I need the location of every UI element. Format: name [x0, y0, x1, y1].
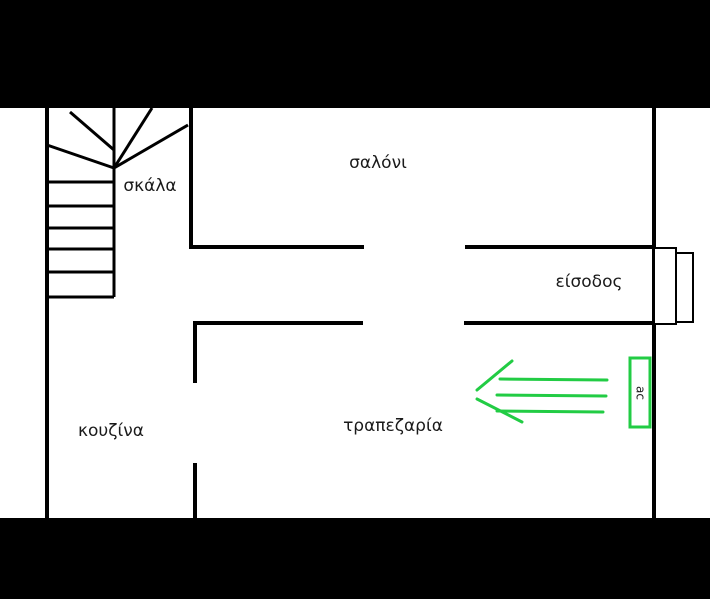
- floor-plan-paper: [0, 108, 710, 518]
- front-door: [653, 247, 694, 325]
- airflow-line: [495, 409, 605, 414]
- room-label-kitchen: κουζίνα: [78, 421, 144, 441]
- door-frame-outer: [653, 247, 677, 325]
- stair-winder: [112, 107, 154, 169]
- ac-unit-label: ac: [634, 386, 648, 400]
- airflow-arrowhead-lower: [475, 397, 524, 424]
- airflow-arrowhead-upper: [475, 359, 514, 392]
- stair-winder: [113, 123, 189, 170]
- interior-walls: [189, 108, 654, 518]
- room-label-entrance: είσοδος: [556, 272, 623, 292]
- room-label-living-room: σαλόνι: [349, 153, 407, 173]
- airflow-arrow-icon: [475, 359, 609, 424]
- stair-winder: [69, 110, 115, 152]
- staircase: [46, 107, 189, 299]
- room-label-stairs: σκάλα: [123, 176, 176, 196]
- airflow-line: [498, 377, 609, 382]
- ac-unit: [628, 356, 652, 429]
- airflow-line: [495, 393, 608, 398]
- door-leaf: [675, 252, 694, 323]
- room-label-dining-room: τραπεζαρία: [343, 416, 443, 436]
- stair-winder: [46, 143, 115, 170]
